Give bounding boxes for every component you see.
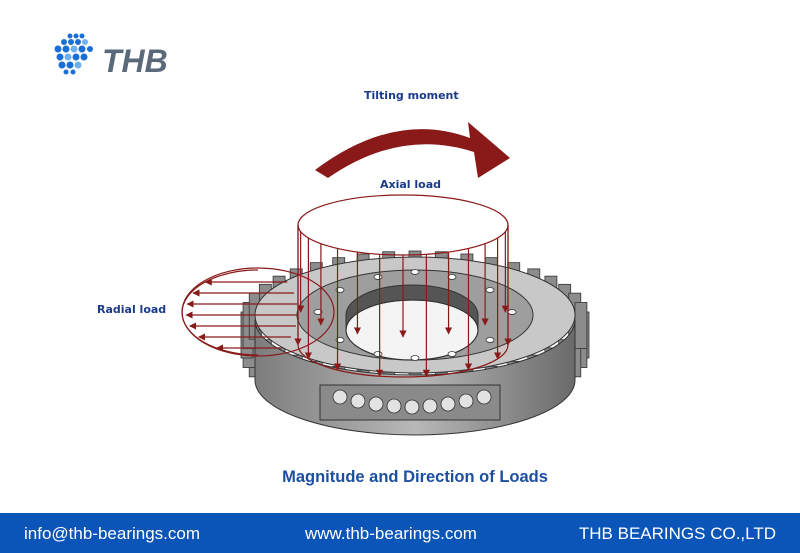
logo-dots-icon [54,33,93,75]
thb-logo: THB [54,33,168,78]
tilting-moment-label: Tilting moment [364,89,459,102]
slewing-bearing [240,250,590,436]
radial-load-arrows [185,278,298,352]
diagram-caption: Magnitude and Direction of Loads [282,468,548,486]
footer-bar: info@thb-bearings.com www.thb-bearings.c… [0,513,800,553]
radial-load-label: Radial load [97,303,167,316]
gear-tooth [574,302,588,349]
footer-website[interactable]: www.thb-bearings.com [305,524,477,543]
footer-email[interactable]: info@thb-bearings.com [24,524,201,543]
logo-text: THB [102,43,168,78]
ball-elements [332,389,492,415]
radial-load-shape [181,267,335,357]
footer-company: THB BEARINGS CO.,LTD [578,524,776,543]
load-diagram [181,122,590,436]
tilting-moment-arrow [315,122,510,178]
axial-load-arrows [294,225,512,377]
axial-load-label: Axial load [380,178,442,191]
